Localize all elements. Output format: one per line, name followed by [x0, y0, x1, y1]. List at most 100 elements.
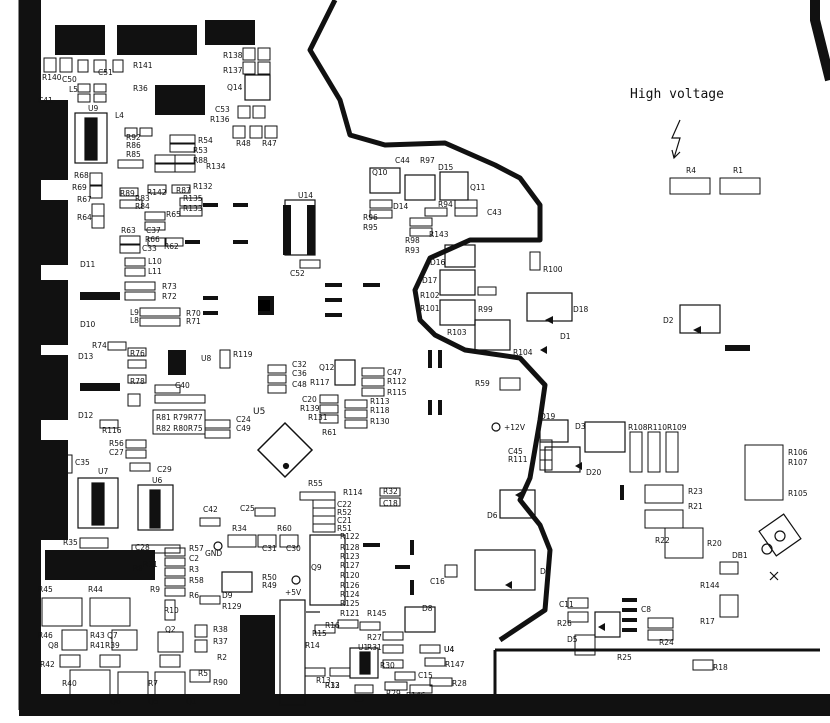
pad [454, 199, 478, 209]
component-label-r65: R65 [166, 210, 181, 219]
component-label-d9: D9 [222, 591, 233, 600]
component-blocks [38, 20, 750, 700]
component-label-r9: R9 [150, 585, 160, 594]
component-label-r23: R23 [688, 487, 703, 496]
pad [89, 172, 103, 186]
pad [119, 244, 141, 254]
component-label-c27: C27 [109, 448, 124, 457]
component-label-r50: R50 [262, 573, 277, 582]
net-gnd: GND [205, 549, 222, 558]
pad [257, 61, 271, 75]
pad [499, 377, 521, 391]
component-label-q7: Q7 [107, 631, 118, 640]
component-label-r24: R24 [659, 638, 674, 647]
component-label-r27: R27 [367, 633, 382, 642]
pad [409, 227, 433, 237]
component-label-c28: C28 [135, 543, 150, 552]
pad [179, 207, 203, 217]
resistor-table-row-1: R81 R79R77 [156, 413, 203, 422]
pad [154, 163, 176, 173]
pad [359, 621, 381, 631]
component-label-r28: R28 [452, 679, 467, 688]
pad [124, 291, 156, 301]
component-label-r131: R131 [308, 413, 328, 422]
chip-u8-label: U8 [201, 354, 211, 363]
component-label-r29: R29 [386, 689, 401, 698]
pad [124, 257, 146, 267]
pad [157, 631, 184, 653]
pad [629, 431, 643, 473]
component-label-r49: R49 [262, 581, 277, 590]
chip-u1 [349, 647, 379, 679]
component-label-r63: R63 [121, 226, 136, 235]
component-label-r8: R8 [133, 564, 143, 573]
component-label-c24: C24 [236, 415, 251, 424]
component-label-r90: R90 [213, 678, 228, 687]
pad [382, 644, 404, 654]
pad [312, 499, 336, 509]
component-label-r33: R33 [325, 681, 340, 690]
component-label-r36: R36 [133, 84, 148, 93]
pad [304, 667, 326, 677]
component-label-r53: R53 [193, 146, 208, 155]
component-label-r44: R44 [88, 585, 103, 594]
pad [719, 561, 739, 575]
component-label-r67: R67 [77, 195, 92, 204]
chip-u14 [284, 199, 316, 256]
component-label-d5: D5 [567, 635, 578, 644]
pad [59, 654, 81, 668]
component-label-c22: C22 [337, 500, 352, 509]
component-label-r130: R130 [370, 417, 390, 426]
pad [194, 639, 208, 653]
component-label-c11: C11 [559, 600, 574, 609]
component-label-r46: R46 [38, 631, 53, 640]
pad [99, 654, 121, 668]
component-label-q5: Q5 [148, 697, 159, 706]
pad [382, 631, 404, 641]
pad [127, 374, 147, 384]
board-outline [18, 0, 830, 716]
component-label-r26: R26 [557, 619, 572, 628]
component-label-c52: C52 [290, 269, 305, 278]
component-label-r51: R51 [337, 524, 352, 533]
component-label-r85: R85 [126, 150, 141, 159]
component-label-r93: R93 [405, 246, 420, 255]
pad [354, 684, 374, 694]
pad [312, 507, 336, 517]
pad [159, 654, 181, 668]
component-label-r112: R112 [387, 377, 407, 386]
component-label-c3: C3 [354, 695, 364, 704]
pad [144, 221, 166, 231]
pad [111, 629, 138, 651]
component-label-r34: R34 [232, 524, 247, 533]
isolation-trace [307, 0, 553, 643]
component-label-c2: C2 [189, 554, 199, 563]
pad [344, 399, 368, 409]
component-label-r129: R129 [222, 602, 242, 611]
pad [647, 431, 661, 473]
component-label-r17: R17 [700, 617, 715, 626]
component-label-r113: R113 [370, 397, 390, 406]
pad [119, 235, 141, 245]
pad [424, 207, 448, 217]
component-label-r64: R64 [77, 213, 92, 222]
component-label-r105: R105 [788, 489, 808, 498]
component-label-r39: R39 [105, 641, 120, 650]
component-label-d1: D1 [560, 332, 571, 341]
chip-u14-label: U14 [298, 191, 313, 200]
pad [93, 93, 107, 103]
component-label-r103: R103 [447, 328, 467, 337]
pad [299, 491, 336, 501]
component-label-d14: D14 [393, 202, 409, 211]
component-label-d12: D12 [78, 411, 94, 420]
pad [91, 215, 105, 229]
pad [119, 199, 143, 209]
component-label-r88: R88 [193, 156, 208, 165]
component-label-r3: R3 [189, 565, 199, 574]
component-label-r18: R18 [713, 663, 728, 672]
pad [669, 177, 711, 195]
component-label-c33: C33 [142, 244, 157, 253]
component-label-q1: Q1 [186, 697, 197, 706]
pad-dashes [185, 203, 637, 632]
pad [117, 159, 144, 169]
